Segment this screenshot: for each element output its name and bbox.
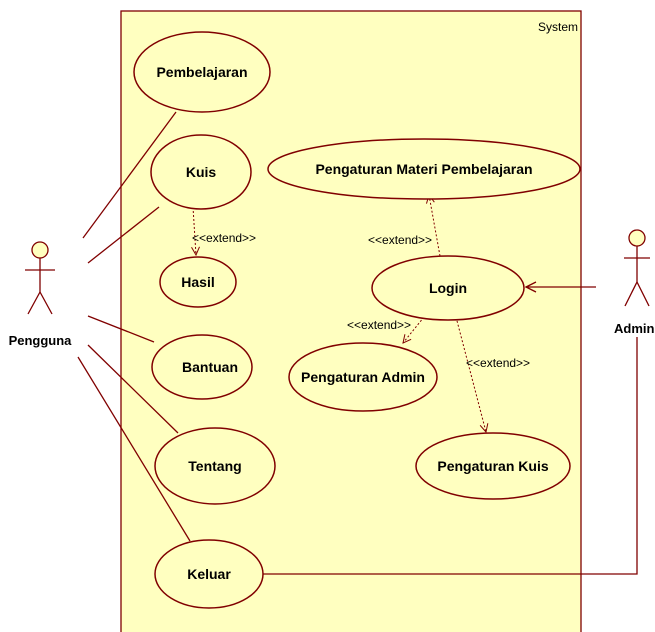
use-case-pengaturan-kuis[interactable]: Pengaturan Kuis — [415, 432, 571, 500]
actor-label: Pengguna — [9, 333, 73, 348]
use-case-label: Kuis — [186, 164, 217, 180]
use-case-label: Hasil — [181, 274, 214, 290]
use-case-bantuan[interactable]: Bantuan — [151, 334, 253, 400]
extend-kuis-hasil — [193, 206, 196, 255]
use-case-label: Login — [429, 280, 467, 296]
actor-pengguna[interactable]: Pengguna — [9, 241, 73, 348]
use-case-label: Pembelajaran — [156, 64, 247, 80]
extend-label-admin: <<extend>> — [347, 318, 411, 332]
assoc-pengguna-pembelajaran — [82, 111, 177, 239]
use-case-label: Bantuan — [182, 359, 238, 375]
actor-label: Admin — [614, 321, 655, 336]
use-case-label: Keluar — [187, 566, 231, 582]
stick-figure-icon — [25, 241, 55, 315]
use-case-keluar[interactable]: Keluar — [154, 539, 264, 609]
system-label: System — [538, 20, 578, 34]
assoc-admin-keluar — [263, 337, 638, 575]
use-case-label: Pengaturan Kuis — [437, 458, 548, 474]
extend-label-hasil: <<extend>> — [192, 231, 256, 245]
use-case-label: Tentang — [188, 458, 241, 474]
use-case-pembelajaran[interactable]: Pembelajaran — [133, 31, 271, 113]
assoc-pengguna-keluar — [77, 356, 191, 542]
use-case-label: Pengaturan Admin — [301, 369, 425, 385]
assoc-pengguna-kuis — [87, 206, 160, 264]
extend-login-admin — [403, 316, 425, 343]
system-boundary: System — [120, 10, 582, 632]
extend-label-materi: <<extend>> — [368, 233, 432, 247]
use-case-tentang[interactable]: Tentang — [154, 427, 276, 505]
assoc-pengguna-tentang — [87, 344, 179, 434]
use-case-label: Pengaturan Materi Pembelajaran — [315, 161, 532, 177]
use-case-pengaturan-admin[interactable]: Pengaturan Admin — [288, 342, 438, 412]
use-case-kuis[interactable]: Kuis — [150, 134, 252, 210]
actor-admin[interactable]: Admin — [614, 229, 655, 336]
assoc-pengguna-bantuan — [87, 315, 155, 343]
extend-label-kuis: <<extend>> — [466, 356, 530, 370]
use-case-login[interactable]: Login — [371, 255, 525, 321]
use-case-pengaturan-materi[interactable]: Pengaturan Materi Pembelajaran — [267, 138, 581, 200]
stick-figure-icon — [624, 229, 650, 307]
use-case-hasil[interactable]: Hasil — [159, 256, 237, 308]
